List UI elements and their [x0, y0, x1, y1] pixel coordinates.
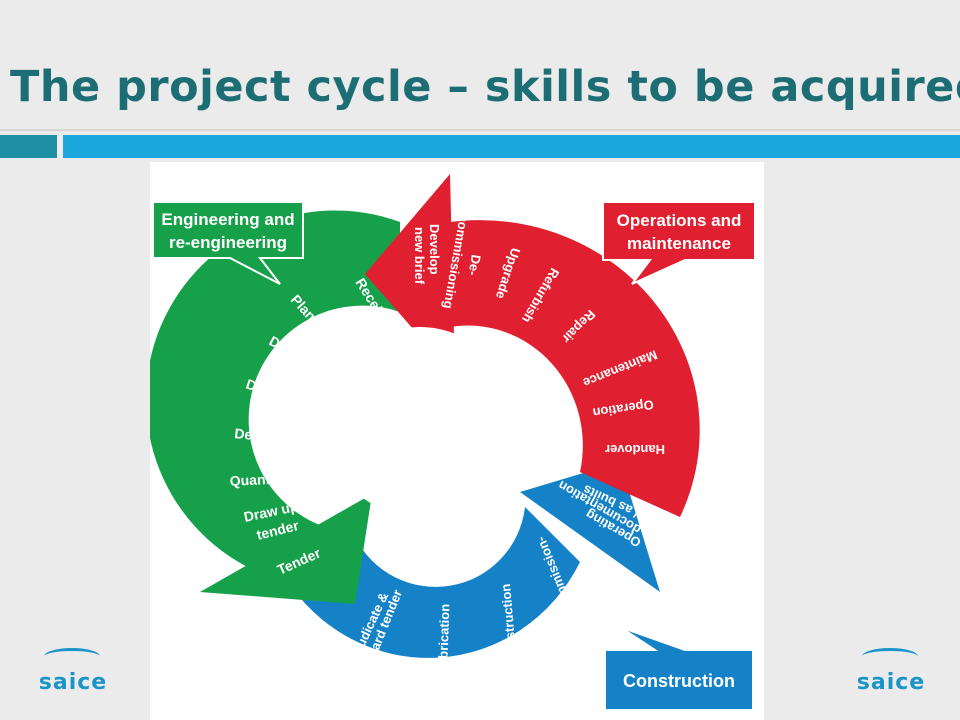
- green-arc: [150, 210, 400, 577]
- blue-arrowhead: [520, 462, 660, 592]
- stage-new-brief: new brief: [412, 227, 427, 285]
- stage-de: De-: [465, 253, 483, 276]
- stage-handover: Handover: [605, 442, 665, 457]
- callout-engineering-line1: Engineering and: [161, 210, 294, 229]
- stage-ing: ing: [570, 573, 591, 597]
- stage-detailing: Detailing: [234, 425, 294, 447]
- logo-text: saice: [856, 670, 926, 695]
- callout-engineering: Engineering and re-engineering: [152, 201, 304, 285]
- callout-construction: Construction: [604, 626, 754, 711]
- stage-quantities: Quantities: [229, 469, 298, 489]
- logo-arc-icon: [44, 648, 100, 665]
- callout-operations-line1: Operations and: [617, 211, 742, 230]
- callout-engineering-line2: re-engineering: [169, 233, 287, 252]
- project-cycle-diagram: Engineering and re-engineering Operation…: [150, 162, 764, 720]
- stage-design: Design: [267, 333, 316, 369]
- callout-operations-line2: maintenance: [627, 234, 731, 253]
- stage-drawing: Drawing: [244, 376, 301, 408]
- saice-logo-left: saice: [38, 648, 108, 698]
- stage-fabrication: Fabrication: [435, 603, 452, 674]
- red-arrowhead: [365, 174, 455, 377]
- saice-logo-right: saice: [856, 648, 926, 698]
- stage-construction: Construction: [498, 583, 520, 665]
- stage-develop: Develop: [427, 224, 442, 275]
- accent-bar-left: [0, 135, 57, 158]
- callout-operations: Operations and maintenance: [602, 201, 756, 285]
- cycle-hub: [325, 327, 515, 517]
- slide-title: The project cycle – skills to be acquire…: [10, 62, 960, 112]
- green-arrowhead: [200, 494, 372, 604]
- logo-arc-icon: [862, 648, 918, 665]
- header-rule: [0, 129, 960, 131]
- callout-construction-label: Construction: [623, 671, 735, 691]
- logo-text: saice: [38, 670, 108, 695]
- cycle-svg: Engineering and re-engineering Operation…: [150, 174, 756, 711]
- accent-bar-right: [63, 135, 960, 158]
- red-arc: [450, 220, 700, 518]
